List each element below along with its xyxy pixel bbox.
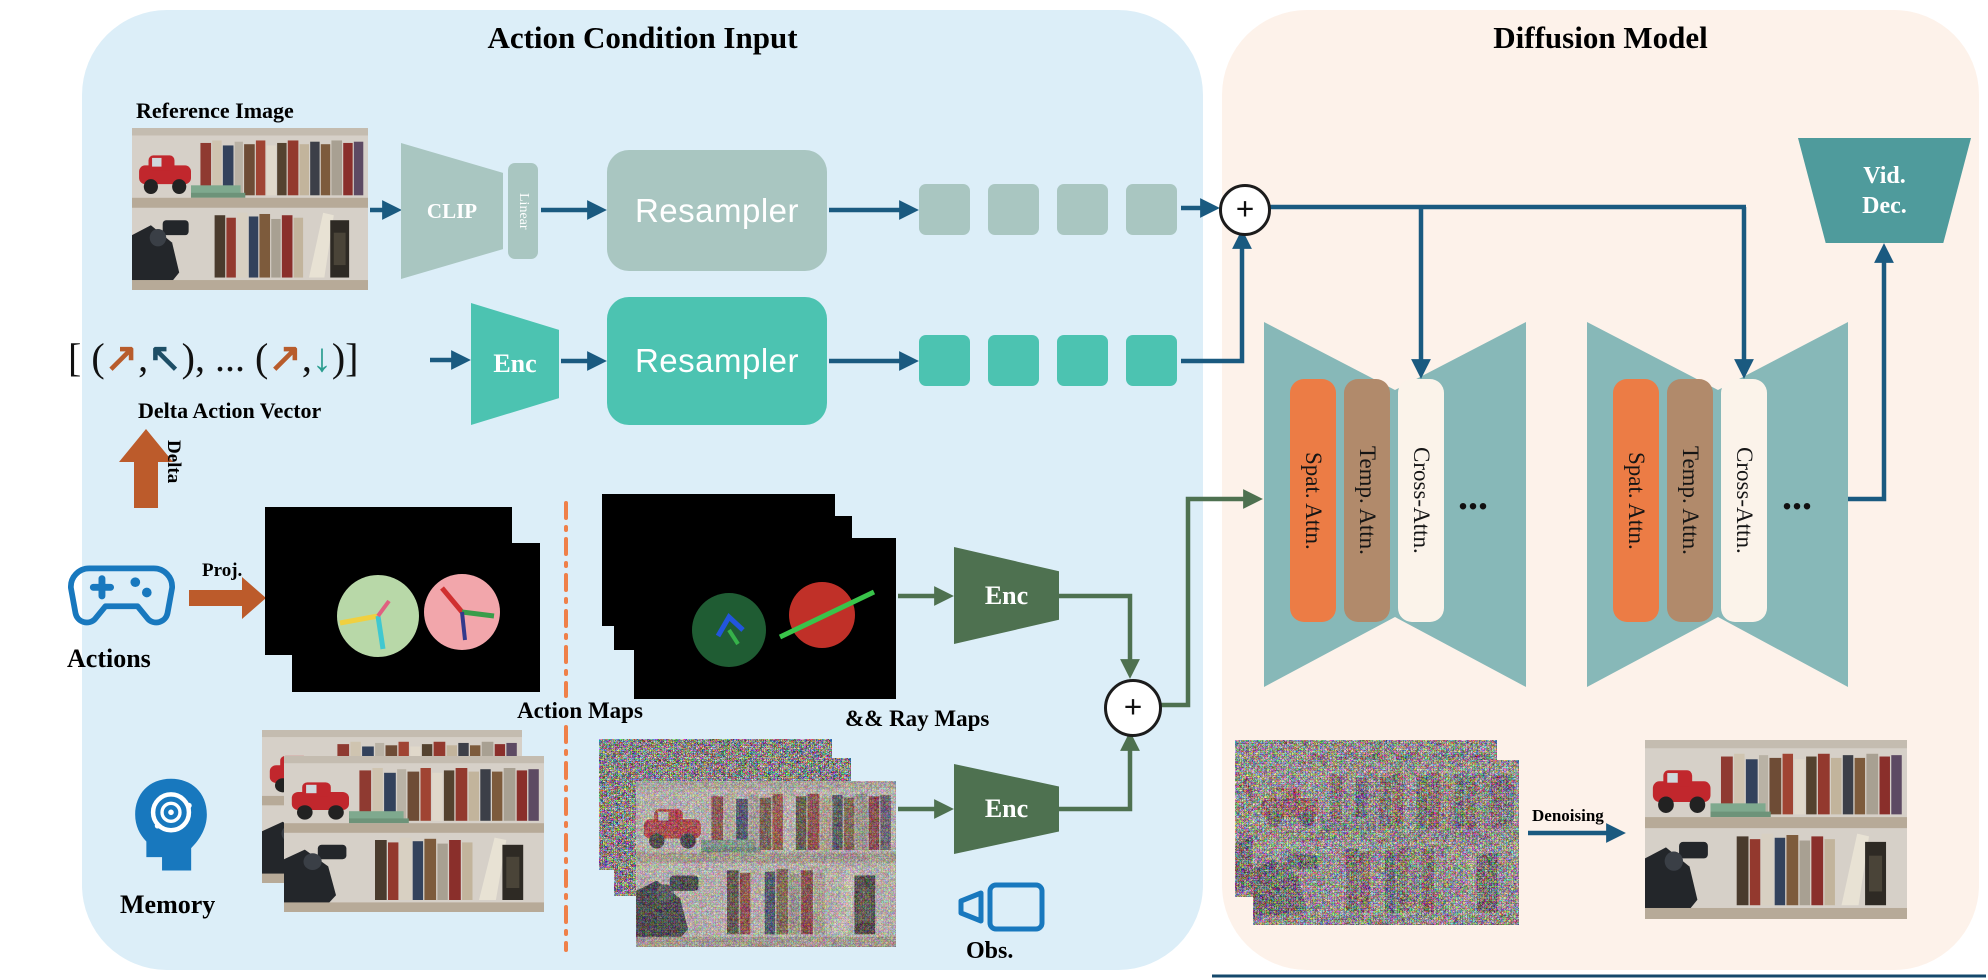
map-encoder-label: Enc	[984, 580, 1029, 610]
action-token	[1126, 335, 1177, 386]
resampler-action: Resampler	[607, 297, 827, 425]
block1-temp-attn-bar: Temp. Attn.	[1344, 379, 1390, 622]
block1-spat-attn-label: Spat. Attn.	[1301, 451, 1326, 550]
sum-top-symbol: +	[1235, 191, 1255, 228]
dvec-comma-2: ,	[301, 335, 312, 380]
block2-spat-attn-label: Spat. Attn.	[1624, 451, 1649, 550]
sum-node-top: +	[1219, 184, 1271, 236]
actions-label: Actions	[67, 644, 151, 673]
video-decoder: Vid. Dec.	[1798, 138, 1971, 243]
image-token	[988, 184, 1039, 235]
reference-image	[132, 128, 368, 290]
obs-label: Obs.	[966, 938, 1014, 964]
left-panel-title: Action Condition Input	[487, 20, 798, 55]
image-token	[919, 184, 970, 235]
sum-bottom-symbol: +	[1123, 689, 1143, 726]
camera-icon	[958, 882, 1045, 932]
denoising-label: Denoising	[1532, 806, 1604, 825]
block2-cross-attn-bar: Cross-Attn.	[1721, 379, 1767, 622]
image-token	[1057, 184, 1108, 235]
vid-dec-line2: Dec.	[1862, 192, 1907, 219]
ray-map-frame-front	[634, 538, 896, 699]
noisy-obs-frame-front	[636, 781, 896, 947]
clip-label: CLIP	[426, 198, 478, 223]
dvec-comma-1: ,	[138, 335, 149, 380]
block2-spat-attn-bar: Spat. Attn.	[1613, 379, 1659, 622]
noisy-latent-front	[1253, 760, 1519, 925]
linear-projection: Linear	[508, 163, 538, 259]
linear-label: Linear	[516, 192, 531, 230]
dvec-middle: ), ... (	[181, 335, 269, 380]
dvec-arrow-4: ↓	[311, 335, 332, 380]
dvec-arrow-2: ↖	[148, 335, 182, 380]
dvec-open: [ (	[68, 335, 105, 380]
resampler-action-label: Resampler	[634, 342, 800, 379]
block2-temp-attn-bar: Temp. Attn.	[1667, 379, 1713, 622]
action-maps-label: Action Maps	[517, 698, 643, 723]
dvec-close: )]	[331, 335, 359, 380]
action-map-content	[337, 574, 500, 657]
block1-temp-attn-label: Temp. Attn.	[1355, 446, 1380, 555]
block2-cross-attn-label: Cross-Attn.	[1732, 447, 1757, 554]
block1-cross-attn-bar: Cross-Attn.	[1398, 379, 1444, 622]
delta-arrow-label: Delta	[163, 440, 184, 484]
gamepad-icon	[68, 565, 175, 626]
image-token	[1126, 184, 1177, 235]
dvec-arrow-1: ↗	[104, 335, 139, 380]
delta-action-vector-caption: Delta Action Vector	[138, 398, 322, 423]
block2-temp-attn-label: Temp. Attn.	[1678, 446, 1703, 555]
block2-ellipsis: ...	[1782, 473, 1812, 518]
delta-action-vector: [ (↗,↖), ... (↗,↓)]	[68, 334, 358, 381]
resampler-image: Resampler	[607, 150, 827, 271]
block1-cross-attn-label: Cross-Attn.	[1409, 447, 1434, 554]
right-panel-title: Diffusion Model	[1493, 20, 1708, 55]
reference-image-label: Reference Image	[136, 98, 294, 123]
ray-maps-label: && Ray Maps	[845, 706, 990, 731]
action-token	[919, 335, 970, 386]
sum-node-bottom: +	[1104, 679, 1162, 737]
action-token	[988, 335, 1039, 386]
proj-label: Proj.	[202, 560, 243, 581]
obs-encoder-label: Enc	[984, 794, 1029, 823]
memory-head-icon	[135, 778, 207, 871]
action-token	[1057, 335, 1108, 386]
denoised-frame	[1645, 740, 1907, 919]
action-encoder-label: Enc	[493, 349, 537, 378]
memory-label: Memory	[120, 890, 216, 919]
memory-frame-front	[284, 756, 544, 912]
dvec-arrow-3: ↗	[268, 335, 302, 380]
block1-ellipsis: ...	[1458, 473, 1488, 518]
block1-spat-attn-bar: Spat. Attn.	[1290, 379, 1336, 622]
ray-map-content	[692, 582, 876, 667]
action-map-frame-front	[292, 543, 540, 692]
vid-dec-line1: Vid.	[1863, 162, 1906, 189]
resampler-image-label: Resampler	[634, 191, 800, 229]
